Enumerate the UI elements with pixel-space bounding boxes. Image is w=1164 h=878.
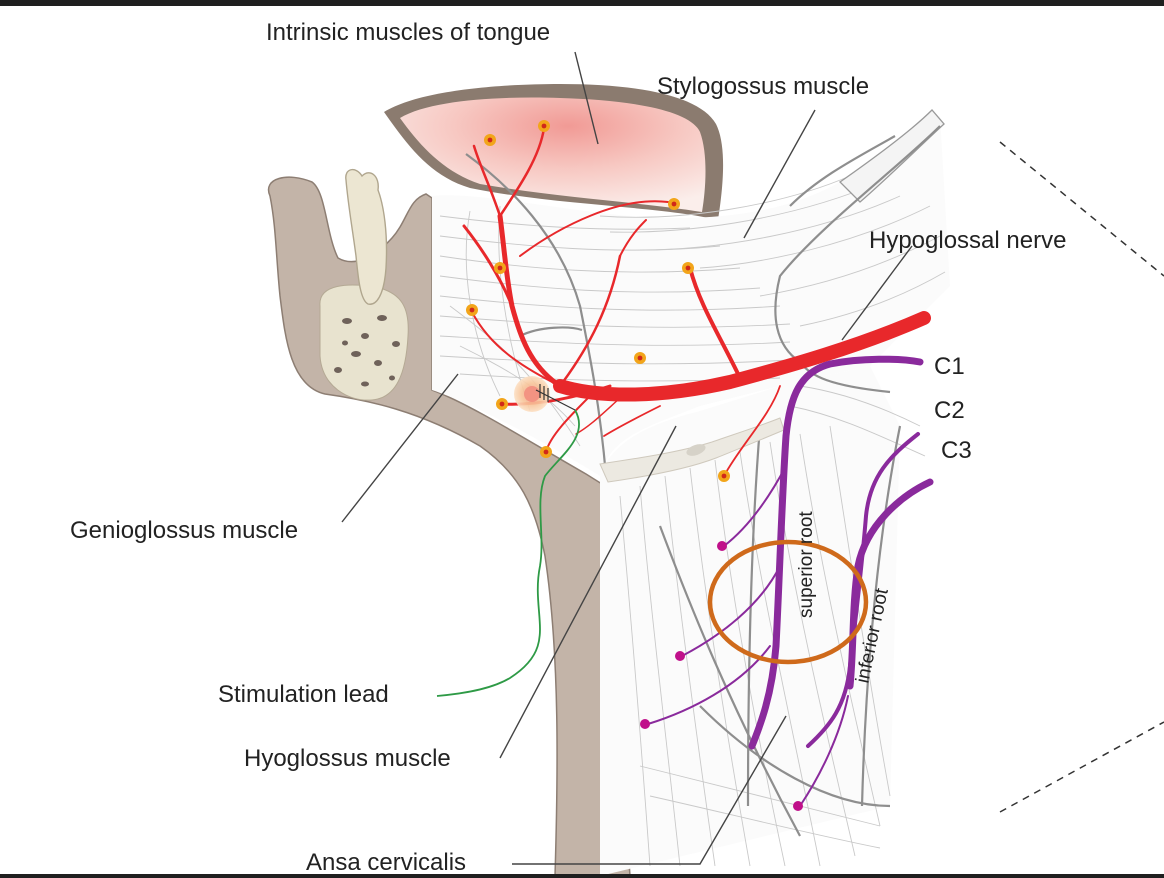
label-c2: C2 [934,397,965,424]
label-genioglossus-muscle: Genioglossus muscle [70,517,298,544]
label-superior-root: superior root [796,511,817,618]
inset-dashed-line-top [1000,142,1164,276]
tongue-nerve-anatomy-diagram: Intrinsic muscles of tongue Stylogossus … [0,6,1164,874]
figure-canvas: Intrinsic muscles of tongue Stylogossus … [0,6,1164,874]
label-c1: C1 [934,353,965,380]
label-intrinsic-muscles: Intrinsic muscles of tongue [266,19,550,46]
label-stylogossus-muscle: Stylogossus muscle [657,73,869,100]
label-hyoglossus-muscle: Hyoglossus muscle [244,745,451,772]
inset-dashed-line-bottom [1000,722,1164,812]
label-stimulation-lead: Stimulation lead [218,681,389,708]
label-hypoglossal-nerve: Hypoglossal nerve [869,227,1066,254]
label-c3: C3 [941,437,972,464]
label-ansa-cervicalis: Ansa cervicalis [306,849,466,874]
